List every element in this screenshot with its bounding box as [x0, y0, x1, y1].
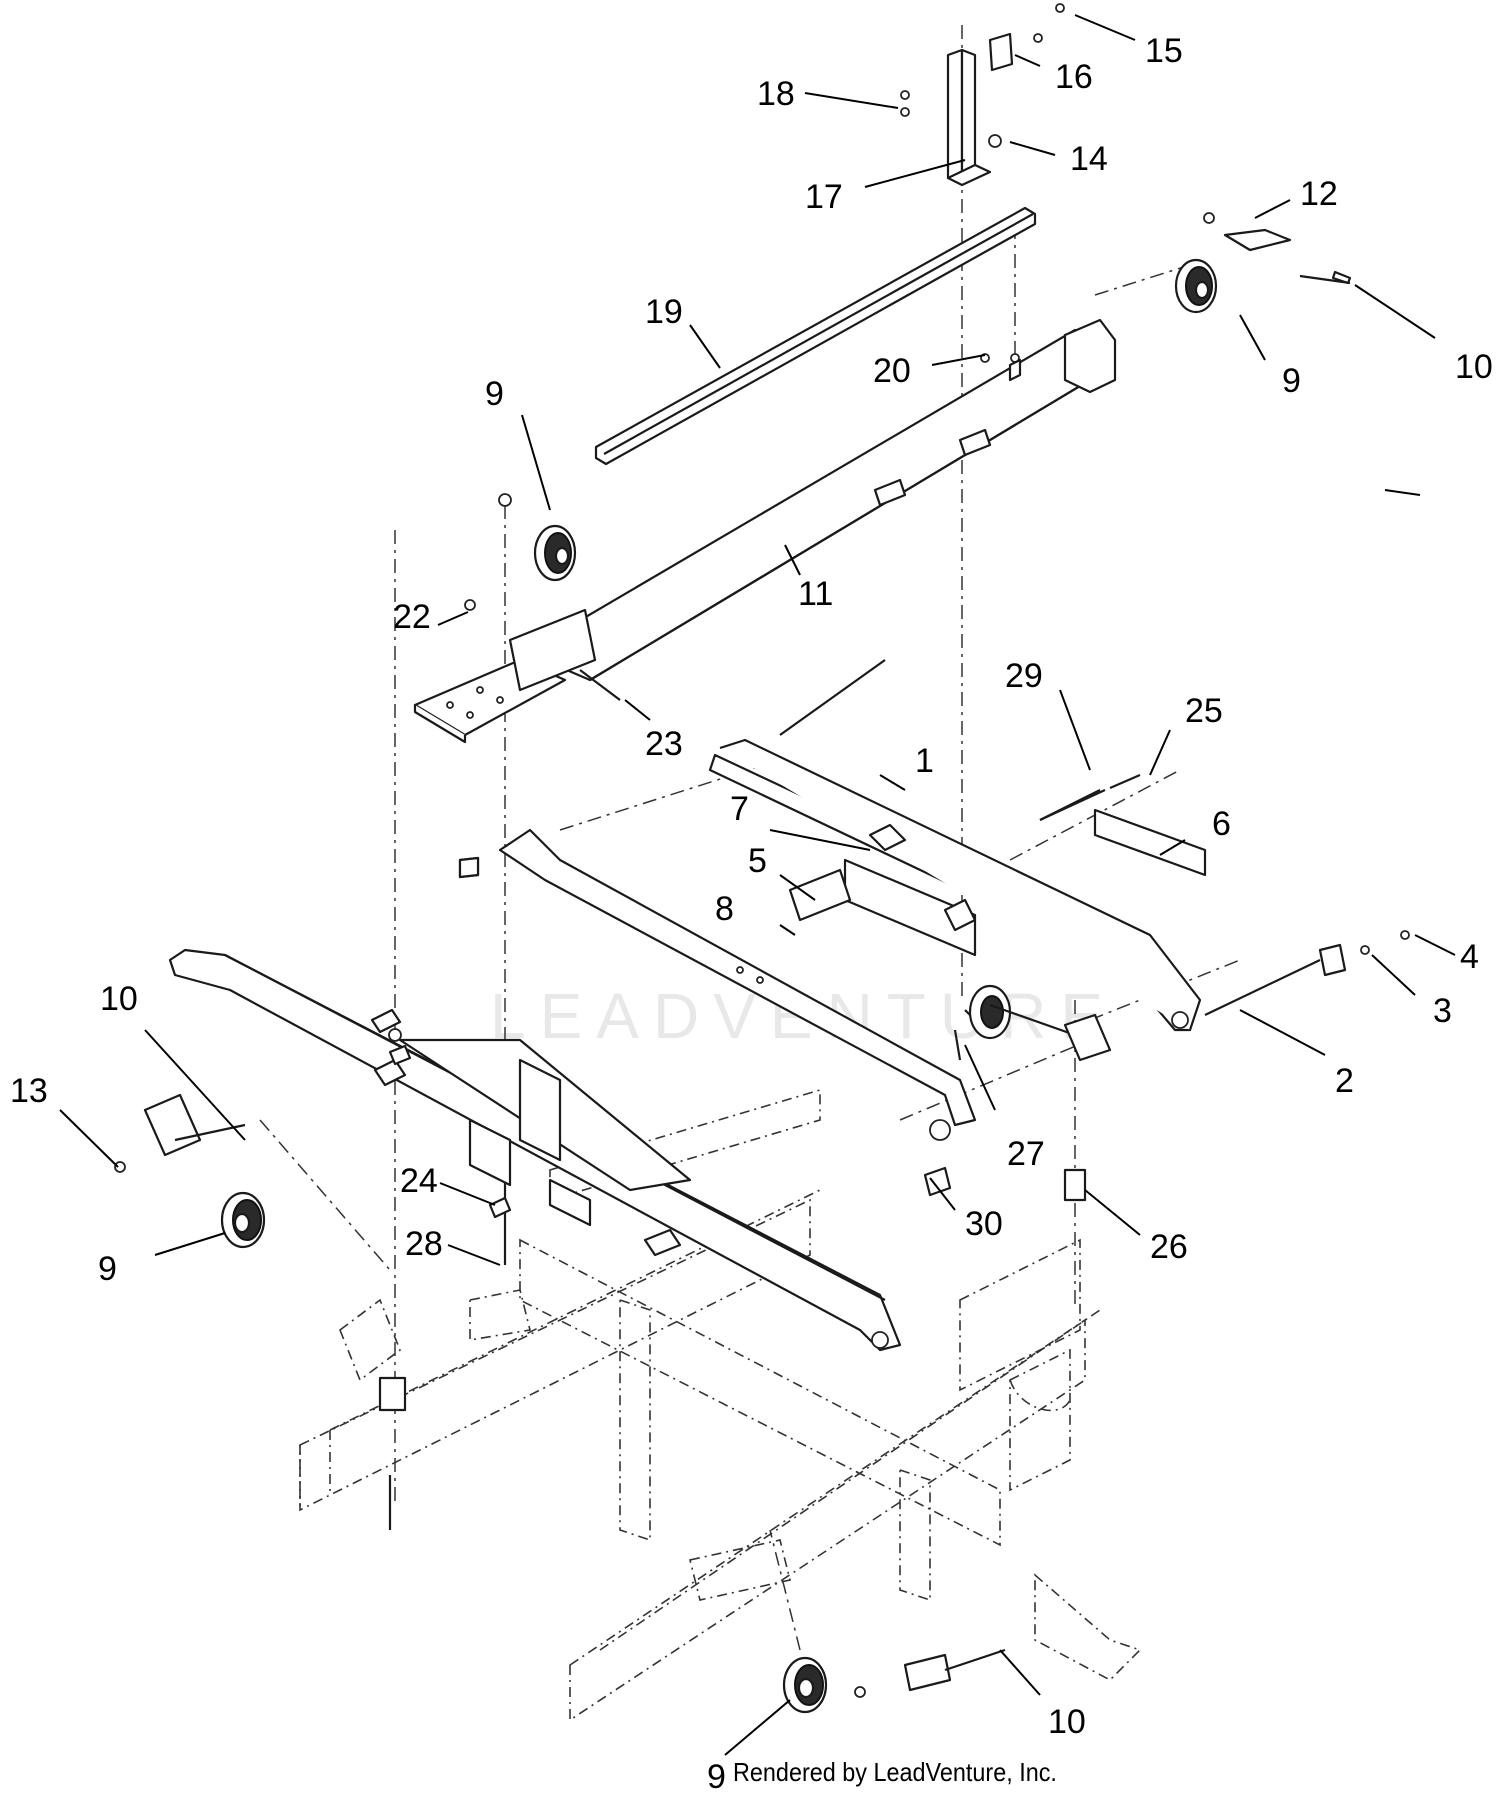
- callout-14: 14: [1070, 140, 1108, 178]
- callout-8: 8: [715, 890, 734, 928]
- callout-6: 6: [1212, 805, 1231, 843]
- callout-10-top: 10: [1455, 348, 1493, 386]
- callout-28: 28: [405, 1225, 443, 1263]
- callout-9-top-right: 9: [1282, 362, 1301, 400]
- callout-2: 2: [1335, 1062, 1354, 1100]
- callout-25: 25: [1185, 692, 1223, 730]
- mounting-plate: [413, 608, 597, 744]
- render-credit: Rendered by LeadVenture, Inc.: [733, 1757, 1057, 1787]
- callout-16: 16: [1055, 58, 1093, 96]
- callout-9-bottom: 9: [707, 1758, 726, 1796]
- callout-10-bottom: 10: [1048, 1703, 1086, 1741]
- pulley-9-upper-right: [1174, 228, 1352, 314]
- callout-20: 20: [873, 352, 911, 390]
- hydraulic-cylinder: [788, 823, 1112, 1062]
- callout-9-left: 9: [98, 1250, 117, 1288]
- pin-29: [1039, 773, 1141, 821]
- callout-27: 27: [1007, 1135, 1045, 1173]
- leader-lines: [59, 14, 1456, 1756]
- pulley-9-bottom: [782, 1653, 952, 1714]
- callout-10-left: 10: [100, 980, 138, 1018]
- callout-3: 3: [1433, 992, 1452, 1030]
- callout-5: 5: [748, 842, 767, 880]
- bar-19: [594, 206, 1037, 466]
- small-hardware-top: [900, 3, 1065, 363]
- pulley-9-upper-left: [533, 524, 577, 582]
- callout-30: 30: [965, 1205, 1003, 1243]
- beam-11: [553, 318, 1117, 682]
- pin-2-assembly: [1318, 930, 1410, 977]
- callout-15: 15: [1145, 32, 1183, 70]
- frame-arm-1: [708, 738, 1202, 1032]
- callout-11: 11: [798, 575, 833, 613]
- hardware-nuts-spacers: [114, 212, 1215, 1698]
- decal-6: [1093, 808, 1207, 877]
- callout-26: 26: [1150, 1228, 1188, 1266]
- callout-4: 4: [1460, 938, 1479, 976]
- callout-18: 18: [757, 75, 795, 113]
- callout-7: 7: [730, 790, 749, 828]
- callouts: 15 16 18 14 17 12 19 20 10 9 9 11 22 23 …: [10, 32, 1493, 1796]
- pulley-9-lower-left: [143, 1093, 266, 1249]
- bracket-17: [946, 32, 1014, 187]
- left-rail-assembly: [168, 948, 902, 1352]
- callout-1: 1: [915, 742, 934, 780]
- assembly-centerlines: [259, 25, 1241, 1651]
- callout-9-top-left: 9: [485, 375, 504, 413]
- callout-29: 29: [1005, 657, 1043, 695]
- callout-12: 12: [1300, 175, 1338, 213]
- callout-17: 17: [805, 178, 843, 216]
- chassis-frame: [299, 1088, 1142, 1722]
- callout-22: 22: [393, 598, 431, 636]
- callout-13: 13: [10, 1072, 48, 1110]
- callout-24: 24: [400, 1162, 438, 1200]
- callout-19: 19: [645, 293, 683, 331]
- callout-23: 23: [645, 725, 683, 763]
